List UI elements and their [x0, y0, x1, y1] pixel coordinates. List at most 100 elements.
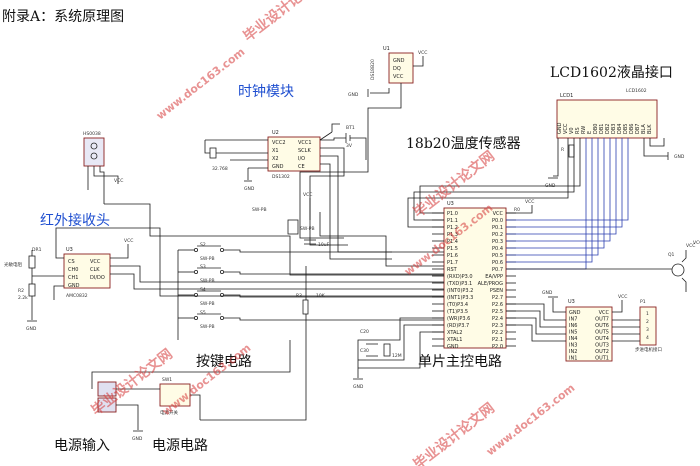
mcu-pin-label: (RXD)P3.0: [447, 274, 473, 280]
lcd-pin-label: DB0: [593, 124, 599, 134]
svg-text:GND: GND: [348, 92, 359, 98]
mcu-pin-label: P1.0: [447, 211, 458, 217]
mcu-pin-label: VCC: [493, 211, 504, 217]
svg-text:DS18B20: DS18B20: [370, 59, 376, 80]
label-mcu-circuit: 单片主控电路: [418, 354, 502, 370]
lcd-pin-label: DB6: [629, 124, 635, 134]
mcu-pin-label: ALE/PROG: [478, 281, 503, 287]
mcu-pin-label: P1.1: [447, 218, 458, 224]
mcu-pin-label: P0.5: [492, 253, 503, 259]
svg-text:R2: R2: [18, 288, 24, 294]
key-contact: [219, 269, 224, 274]
mcu-pin-label: P2.5: [492, 309, 503, 315]
key-type-label: SW-PB: [200, 301, 215, 307]
mcu-pin-label: P0.0: [492, 218, 503, 224]
lcd-pin-label: GND: [557, 122, 563, 134]
svg-text:VCC: VCC: [114, 178, 123, 184]
svg-text:GND: GND: [542, 290, 553, 296]
svg-text:VCC2: VCC2: [272, 140, 286, 146]
u5-pin-label: OUT4: [595, 336, 609, 342]
label-key-circuit: 按键电路: [196, 354, 252, 370]
u5-driver: U3 GNDIN7IN6IN5IN4IN3IN2IN1VCCOUT7OUT6OU…: [506, 290, 662, 362]
svg-text:GND: GND: [353, 384, 364, 390]
svg-text:LCD1602: LCD1602: [626, 88, 647, 94]
svg-text:U2: U2: [272, 130, 279, 136]
svg-text:3: 3: [646, 327, 649, 333]
u5-pin-label: OUT5: [595, 330, 609, 336]
label-ir-receiver: 红外接收头: [40, 212, 110, 229]
key-label: S5: [200, 310, 206, 316]
lcd-pin-label: E: [587, 131, 593, 134]
lcd-pin-label: DB3: [611, 124, 617, 134]
svg-text:X1: X1: [272, 148, 279, 154]
label-temp-sensor: 18b20温度传感器: [406, 135, 521, 152]
mcu-pin-label: P1.3: [447, 232, 458, 238]
svg-text:GND: GND: [272, 164, 284, 170]
mcu-pin-label: P0.1: [492, 225, 503, 231]
u5-pin-label: IN7: [569, 317, 577, 323]
svg-text:DQ: DQ: [393, 66, 401, 72]
mcu-pin-label: (INT0)P3.2: [447, 288, 473, 294]
mcu-pin-label: P0.2: [492, 232, 503, 238]
svg-text:HS0038: HS0038: [83, 131, 101, 137]
mcu-pin-label: P2.4: [492, 316, 503, 322]
lcd-pin-label: RS: [575, 127, 581, 134]
svg-text:X2: X2: [272, 156, 279, 162]
svg-text:CS: CS: [68, 259, 75, 265]
u5-pin-label: IN5: [569, 330, 577, 336]
svg-text:步进电机接口: 步进电机接口: [635, 346, 662, 353]
mcu-pin-label: RST: [447, 267, 458, 273]
lcd-pin-label: DB2: [605, 124, 611, 134]
svg-text:LCD1: LCD1: [560, 93, 573, 99]
svg-text:VCC: VCC: [418, 50, 427, 56]
u5-pin-label: IN4: [569, 336, 577, 342]
svg-text:DI/DO: DI/DO: [90, 275, 105, 281]
svg-text:C30: C30: [360, 348, 369, 354]
svg-text:VCC: VCC: [393, 74, 404, 80]
svg-text:AMC0832: AMC0832: [66, 293, 88, 299]
key-label: S3: [200, 264, 206, 270]
svg-text:GND: GND: [26, 326, 37, 332]
key-label: S2: [200, 242, 206, 248]
key-wire: [224, 271, 444, 275]
mcu-pin-label: P2.7: [492, 295, 503, 301]
svg-text:VCC: VCC: [124, 238, 133, 244]
key-contact: [193, 315, 198, 320]
key-type-label: SW-PB: [200, 256, 215, 262]
svg-text:SW1: SW1: [162, 377, 172, 383]
mcu-pin-label: (INT1)P3.3: [447, 295, 473, 301]
svg-text:VCC: VCC: [303, 192, 312, 198]
svg-text:C20: C20: [360, 329, 369, 335]
lcd-pin-label: V0: [569, 127, 575, 134]
mcu-pin-label: P1.5: [447, 246, 458, 252]
key-contact: [219, 247, 224, 252]
mcu-pin-label: P1.7: [447, 260, 458, 266]
lcd-pin-label: BLA: [641, 124, 647, 134]
mcu-pin-label: P0.4: [492, 246, 503, 252]
svg-text:U1: U1: [383, 46, 390, 52]
lcd-pin-label: DB4: [617, 124, 623, 134]
label-clock-module: 时钟模块: [238, 83, 294, 100]
svg-text:I/O: I/O: [298, 156, 305, 162]
svg-text:U3: U3: [568, 299, 575, 305]
svg-text:电源开关: 电源开关: [160, 409, 178, 416]
mcu-pin-label: PSEN: [490, 288, 503, 294]
mcu-pin-label: XTAL2: [447, 330, 462, 336]
u3-mcu: U3 P1.0P1.1P1.2P1.3P1.4P1.5P1.6P1.7RST(R…: [319, 138, 695, 390]
u5-pin-label: IN6: [569, 323, 577, 329]
svg-text:GND: GND: [132, 436, 143, 442]
svg-text:GND: GND: [68, 283, 80, 289]
svg-text:VCC1: VCC1: [298, 140, 312, 146]
mcu-pin-label: EA/VPP: [485, 274, 503, 280]
svg-text:SW-PB: SW-PB: [252, 207, 267, 213]
svg-text:U3: U3: [66, 247, 73, 253]
u5-pin-label: OUT1: [595, 356, 609, 362]
mcu-pin-label: P1.2: [447, 225, 458, 231]
svg-text:Q1: Q1: [668, 252, 675, 258]
key-wire: [224, 317, 444, 321]
mcu-pin-label: (RD)P3.7: [447, 323, 469, 329]
lcd-pin-label: VCC: [563, 123, 569, 134]
mcu-pin-label: P2.6: [492, 302, 503, 308]
